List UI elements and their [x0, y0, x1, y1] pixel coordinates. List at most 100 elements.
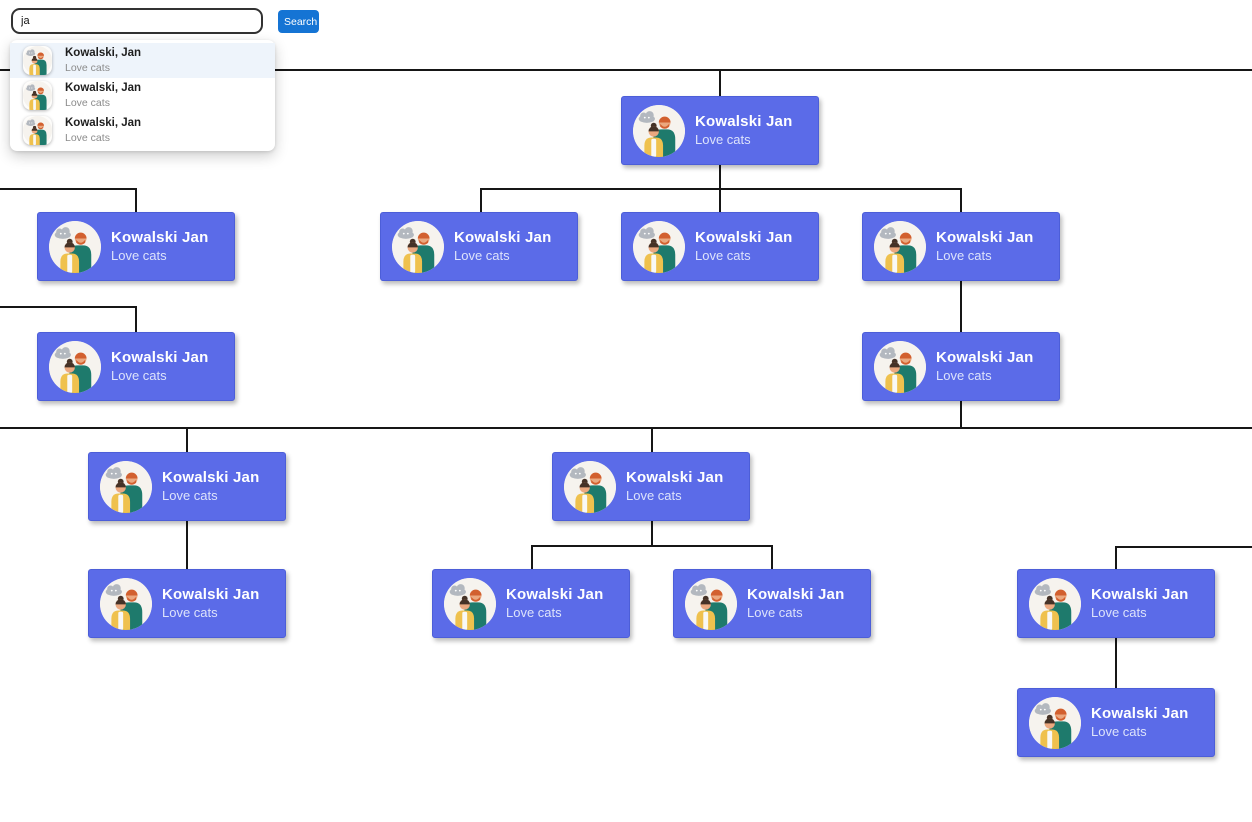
connector-segment: [960, 281, 962, 332]
couple-avatar: [23, 81, 52, 110]
suggestion-name: Kowalski, Jan: [65, 81, 142, 94]
node-description: Love cats: [162, 488, 218, 504]
org-chart-node[interactable]: Kowalski Jan Love cats: [380, 212, 578, 281]
suggestion-description: Love cats: [65, 61, 110, 74]
suggestion-text-block: Kowalski, Jan Love cats: [65, 47, 141, 74]
couple-avatar: [874, 220, 926, 273]
connector-segment: [135, 306, 137, 332]
node-name: Kowalski Jan: [1091, 585, 1189, 603]
node-text-block: Kowalski Jan Love cats: [747, 586, 844, 621]
connector-segment: [531, 545, 533, 569]
node-description: Love cats: [626, 488, 682, 504]
connector-segment: [0, 188, 136, 190]
couple-avatar: [633, 104, 685, 157]
suggestion-description: Love cats: [65, 96, 110, 109]
node-name: Kowalski Jan: [626, 468, 724, 486]
couple-avatar: [23, 116, 52, 145]
node-text-block: Kowalski Jan Love cats: [162, 586, 259, 621]
org-chart-node[interactable]: Kowalski Jan Love cats: [552, 452, 750, 521]
search-input[interactable]: [11, 8, 263, 34]
node-text-block: Kowalski Jan Love cats: [695, 113, 792, 148]
node-description: Love cats: [695, 248, 751, 264]
node-name: Kowalski Jan: [162, 585, 260, 603]
org-chart-node[interactable]: Kowalski Jan Love cats: [1017, 688, 1215, 757]
node-description: Love cats: [454, 248, 510, 264]
connector-segment: [135, 188, 137, 212]
search-suggestion-item[interactable]: Kowalski, Jan Love cats: [10, 78, 275, 113]
couple-avatar: [874, 340, 926, 393]
search-suggestion-item[interactable]: Kowalski, Jan Love cats: [10, 43, 275, 78]
node-text-block: Kowalski Jan Love cats: [1091, 586, 1188, 621]
org-chart-node[interactable]: Kowalski Jan Love cats: [88, 569, 286, 638]
org-chart-node[interactable]: Kowalski Jan Love cats: [37, 332, 235, 401]
node-text-block: Kowalski Jan Love cats: [936, 349, 1033, 384]
org-chart-node[interactable]: Kowalski Jan Love cats: [673, 569, 871, 638]
couple-avatar: [23, 46, 52, 75]
node-name: Kowalski Jan: [111, 348, 209, 366]
connector-segment: [1115, 546, 1252, 548]
node-text-block: Kowalski Jan Love cats: [162, 469, 259, 504]
couple-avatar: [100, 460, 152, 513]
org-chart-node[interactable]: Kowalski Jan Love cats: [88, 452, 286, 521]
node-description: Love cats: [695, 132, 751, 148]
node-description: Love cats: [1091, 724, 1147, 740]
couple-avatar: [49, 340, 101, 393]
node-name: Kowalski Jan: [162, 468, 260, 486]
node-description: Love cats: [111, 368, 167, 384]
couple-avatar: [633, 220, 685, 273]
org-chart-node[interactable]: Kowalski Jan Love cats: [1017, 569, 1215, 638]
node-text-block: Kowalski Jan Love cats: [454, 229, 551, 264]
connector-segment: [1115, 546, 1117, 569]
connector-segment: [0, 427, 1252, 429]
node-description: Love cats: [936, 368, 992, 384]
node-description: Love cats: [747, 605, 803, 621]
node-text-block: Kowalski Jan Love cats: [111, 229, 208, 264]
org-chart-node[interactable]: Kowalski Jan Love cats: [862, 332, 1060, 401]
suggestion-name: Kowalski, Jan: [65, 116, 142, 129]
couple-avatar: [100, 577, 152, 630]
couple-avatar: [564, 460, 616, 513]
node-description: Love cats: [936, 248, 992, 264]
org-chart-node[interactable]: Kowalski Jan Love cats: [621, 96, 819, 165]
connector-segment: [531, 545, 772, 547]
connector-segment: [480, 188, 482, 212]
node-name: Kowalski Jan: [454, 228, 552, 246]
connector-segment: [1115, 638, 1117, 688]
node-text-block: Kowalski Jan Love cats: [626, 469, 723, 504]
org-chart-node[interactable]: Kowalski Jan Love cats: [432, 569, 630, 638]
node-name: Kowalski Jan: [747, 585, 845, 603]
connector-segment: [0, 306, 136, 308]
node-name: Kowalski Jan: [1091, 704, 1189, 722]
connector-segment: [651, 427, 653, 452]
connector-segment: [960, 401, 962, 428]
org-chart-node[interactable]: Kowalski Jan Love cats: [862, 212, 1060, 281]
connector-segment: [719, 188, 721, 212]
couple-avatar: [392, 220, 444, 273]
couple-avatar: [685, 577, 737, 630]
node-description: Love cats: [506, 605, 562, 621]
connector-segment: [651, 521, 653, 547]
node-name: Kowalski Jan: [506, 585, 604, 603]
connector-segment: [719, 69, 721, 96]
node-name: Kowalski Jan: [695, 112, 793, 130]
node-description: Love cats: [111, 248, 167, 264]
node-text-block: Kowalski Jan Love cats: [1091, 705, 1188, 740]
node-name: Kowalski Jan: [936, 228, 1034, 246]
connector-segment: [771, 545, 773, 569]
search-button[interactable]: Search: [278, 10, 319, 33]
node-name: Kowalski Jan: [111, 228, 209, 246]
couple-avatar: [49, 220, 101, 273]
node-text-block: Kowalski Jan Love cats: [506, 586, 603, 621]
couple-avatar: [1029, 696, 1081, 749]
suggestion-text-block: Kowalski, Jan Love cats: [65, 82, 141, 109]
search-suggestion-item[interactable]: Kowalski, Jan Love cats: [10, 113, 275, 148]
connector-segment: [719, 163, 721, 188]
suggestion-text-block: Kowalski, Jan Love cats: [65, 117, 141, 144]
connector-segment: [186, 427, 188, 452]
node-description: Love cats: [162, 605, 218, 621]
org-chart-node[interactable]: Kowalski Jan Love cats: [621, 212, 819, 281]
node-text-block: Kowalski Jan Love cats: [695, 229, 792, 264]
couple-avatar: [444, 577, 496, 630]
org-chart-node[interactable]: Kowalski Jan Love cats: [37, 212, 235, 281]
